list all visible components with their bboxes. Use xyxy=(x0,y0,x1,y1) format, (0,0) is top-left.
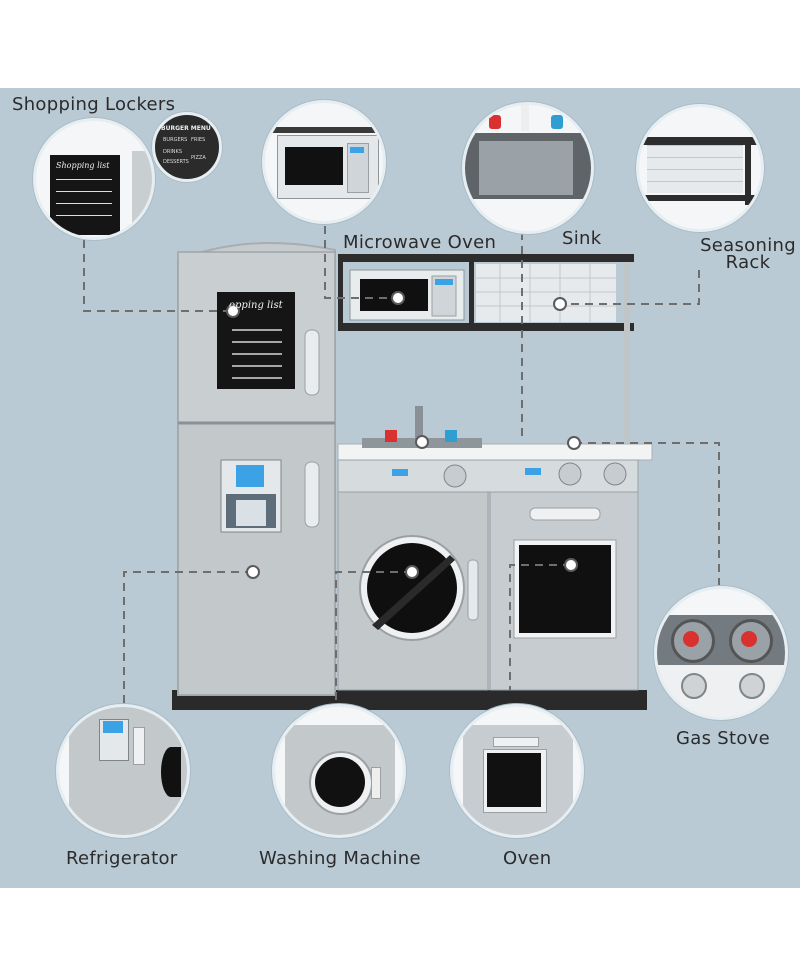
gas-stove-detail xyxy=(654,586,788,720)
label-oven: Oven xyxy=(503,848,552,869)
menu-item: BURGERS xyxy=(163,137,188,143)
refrigerator xyxy=(177,241,336,696)
chalkboard-closeup xyxy=(50,155,120,235)
callout-dots xyxy=(226,291,581,579)
label-refrigerator: Refrigerator xyxy=(66,848,178,869)
menu-item: PIZZA xyxy=(191,155,206,161)
shopping-lockers-detail: Shopping list xyxy=(33,118,155,240)
sink-detail xyxy=(462,102,594,234)
label-washing-machine: Washing Machine xyxy=(259,848,421,869)
menu-item: DESSERTS xyxy=(163,159,189,165)
callout-lines xyxy=(83,212,720,705)
fridge-note-label: opping list xyxy=(229,300,283,311)
knob-icon xyxy=(681,673,707,699)
menu-board-detail: BURGER MENU BURGERS FRIES DRINKS DESSERT… xyxy=(152,112,222,182)
label-sink: Sink xyxy=(562,228,602,249)
burner-icon xyxy=(671,619,715,663)
refrigerator-detail xyxy=(56,704,190,838)
chalkboard-closeup-label: Shopping list xyxy=(56,161,110,170)
label-gas-stove: Gas Stove xyxy=(676,728,771,749)
washing-machine xyxy=(337,491,489,691)
counter xyxy=(337,406,653,493)
label-seasoning-line1: Seasoning xyxy=(700,235,796,256)
upper-shelf xyxy=(338,254,634,442)
microwave-oven-detail xyxy=(262,100,386,224)
knob-icon xyxy=(739,673,765,699)
seasoning-rack-detail xyxy=(636,104,764,232)
label-microwave-oven: Microwave Oven xyxy=(343,232,497,253)
menu-item: DRINKS xyxy=(163,149,182,155)
oven-detail xyxy=(450,704,584,838)
label-shopping-lockers: Shopping Lockers xyxy=(12,94,176,115)
label-seasoning-line2: Rack xyxy=(725,252,771,273)
menu-item: FRIES xyxy=(191,137,206,143)
menu-heading: BURGER MENU xyxy=(161,125,211,132)
oven xyxy=(489,491,639,691)
label-seasoning-rack: Seasoning Rack xyxy=(700,235,796,273)
washing-machine-detail xyxy=(272,704,406,838)
